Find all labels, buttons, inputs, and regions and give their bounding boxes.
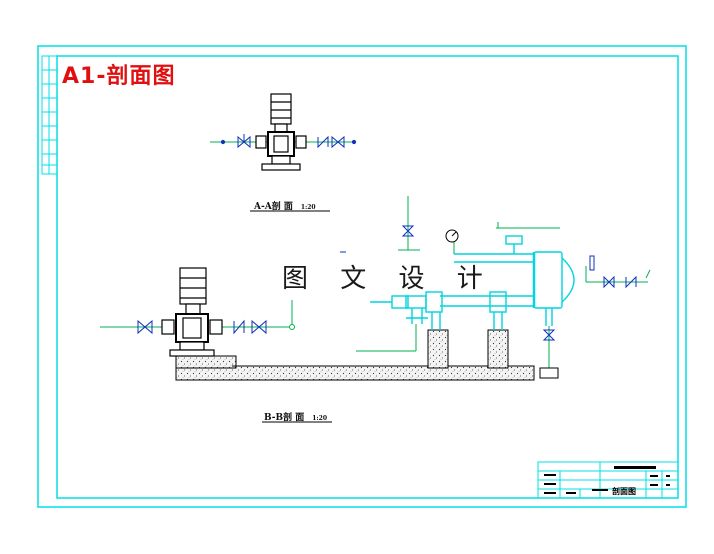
section-b-b-label: B-B剖 面 1:20 <box>264 410 327 423</box>
margin-strip <box>41 55 58 175</box>
floor-slab <box>175 365 535 381</box>
watermark-text: 图 文 设 计 <box>282 264 495 294</box>
aa-pump-icon <box>255 93 307 171</box>
main-pipe <box>370 235 575 330</box>
bb-gate-valve-icon <box>137 319 153 335</box>
support-pier-1 <box>427 329 449 369</box>
section-a-a-scale: 1:20 <box>300 204 316 211</box>
section-b-b-title: B-B剖 面 <box>264 413 305 423</box>
title-block <box>537 461 679 499</box>
section-b-b <box>100 196 651 381</box>
vessel-valves-icon <box>401 225 637 341</box>
section-b-b-scale: 1:20 <box>312 415 327 422</box>
support-pier-2 <box>487 329 509 369</box>
outer-frame <box>37 45 687 508</box>
level-gauge-icon <box>589 255 595 271</box>
title-block-marks <box>544 466 670 494</box>
bb-check-valve-icon <box>233 319 267 335</box>
section-a-a <box>210 93 357 171</box>
aa-gate-valve-2-icon <box>331 135 345 149</box>
vessel-fittings <box>398 196 651 379</box>
title-block-drawing-name: 剖面图 <box>612 486 636 496</box>
sheet-title: A1-剖面图 <box>62 64 176 89</box>
pressure-gauge-icon <box>445 229 459 243</box>
aa-gate-valve-icon <box>237 134 251 149</box>
inner-frame <box>56 55 679 499</box>
bb-pipeline <box>100 300 417 352</box>
aa-check-valve-icon <box>317 135 329 149</box>
pump-plinth <box>175 355 237 369</box>
section-a-a-label: A-A剖 面 1:20 <box>254 199 316 212</box>
bb-pump-icon <box>161 267 223 357</box>
section-a-a-title: A-A剖 面 <box>254 202 293 212</box>
